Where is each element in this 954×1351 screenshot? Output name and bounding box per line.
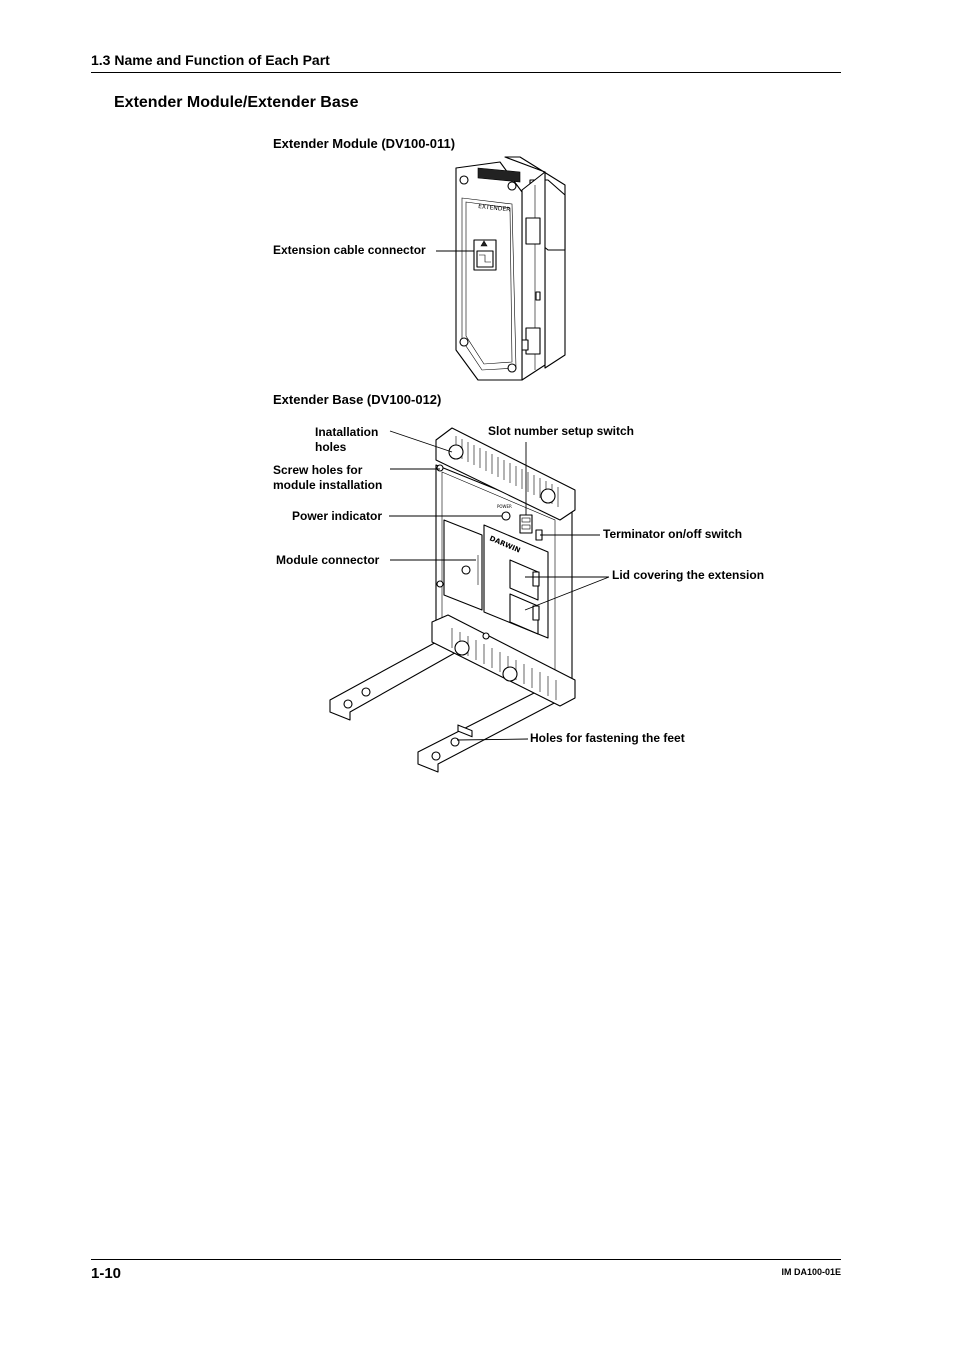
extender-base-illustration: POWER DARWIN [329,427,610,773]
label-lid-extension: Lid covering the extension [612,568,765,582]
lid-lower [509,593,539,635]
page-number: 1-10 [91,1265,122,1282]
label-feet-holes: Holes for fastening the feet [530,731,685,745]
running-header: 1.3 Name and Function of Each Part [91,52,330,68]
footer-rule [91,1259,841,1260]
label-installation-holes: Inatallation holes [315,425,378,455]
lid-upper [509,559,539,601]
module-heading: Extender Module (DV100-011) [273,136,456,151]
label-terminator-switch: Terminator on/off switch [603,527,743,541]
document-id: IM DA100-01E [781,1267,841,1277]
power-text: POWER [497,504,512,509]
label-screw-holes: Screw holes for module installation [273,463,382,493]
leader-feet-holes [456,738,529,741]
label-slot-switch: Slot number setup switch [488,424,635,438]
header-rule [91,72,841,73]
leader-installation-holes [389,430,453,453]
module-front-text: EXTENDER [478,203,511,213]
foot-right [417,689,561,773]
label-module-connector: Module connector [276,553,380,567]
label-extension-cable-connector: Extension cable connector [273,243,426,257]
label-installation-holes-line2: holes [315,440,347,454]
label-power-indicator: Power indicator [292,509,383,523]
leader-lid-lower [524,576,610,611]
section-title: Extender Module/Extender Base [114,94,359,111]
label-screw-holes-line2: module installation [273,478,383,492]
label-installation-holes-line1: Inatallation [315,425,379,439]
extender-module-illustration: EXTENDER [436,156,566,381]
base-heading: Extender Base (DV100-012) [273,392,442,407]
label-screw-holes-line1: Screw holes for [273,463,363,477]
